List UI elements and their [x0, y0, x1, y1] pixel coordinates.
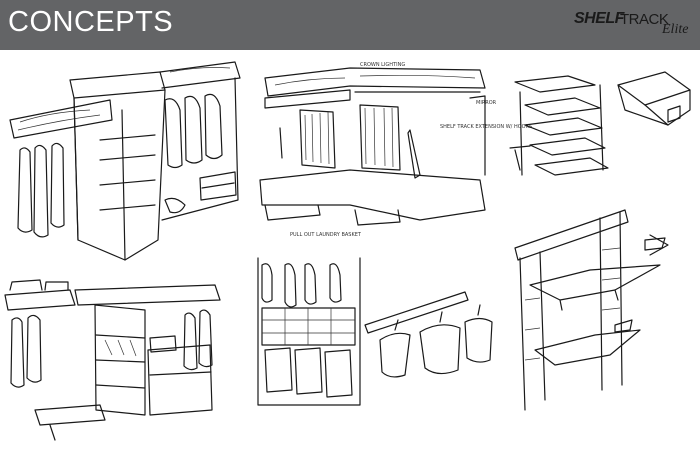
sketch-area: CROWN LIGHTING MIRROR SHELF TRACK EXTENS…: [4, 61, 691, 441]
logo-shelf-text: SHELF: [574, 10, 624, 27]
note-shelf-track-extension: SHELF TRACK EXTENSION W/ HOOKS: [440, 124, 532, 130]
page-title: CONCEPTS: [8, 6, 174, 38]
tray-bin-sketch: [617, 71, 691, 126]
shelftrack-elite-logo: SHELF TRACK Elite: [574, 8, 694, 42]
note-crown-lighting: CROWN LIGHTING: [360, 62, 405, 68]
walk-in-closet-sketch: [9, 61, 241, 261]
header-bar: CONCEPTS SHELF TRACK Elite: [0, 0, 700, 50]
garage-shelving-sketch: [4, 279, 221, 441]
logo-track-text: TRACK: [620, 11, 669, 28]
bracket-shelf-sketch: [514, 209, 669, 411]
note-pull-out-basket: PULL OUT LAUNDRY BASKET: [290, 232, 362, 238]
note-mirror: MIRROR: [476, 100, 497, 106]
track-hook-sketch: [364, 291, 493, 378]
logo-elite-text: Elite: [662, 22, 689, 37]
sliding-trays-sketch: [509, 75, 609, 176]
corner-closet-sketch: CROWN LIGHTING MIRROR SHELF TRACK EXTENS…: [259, 62, 532, 238]
cubby-storage-sketch: [257, 257, 361, 406]
